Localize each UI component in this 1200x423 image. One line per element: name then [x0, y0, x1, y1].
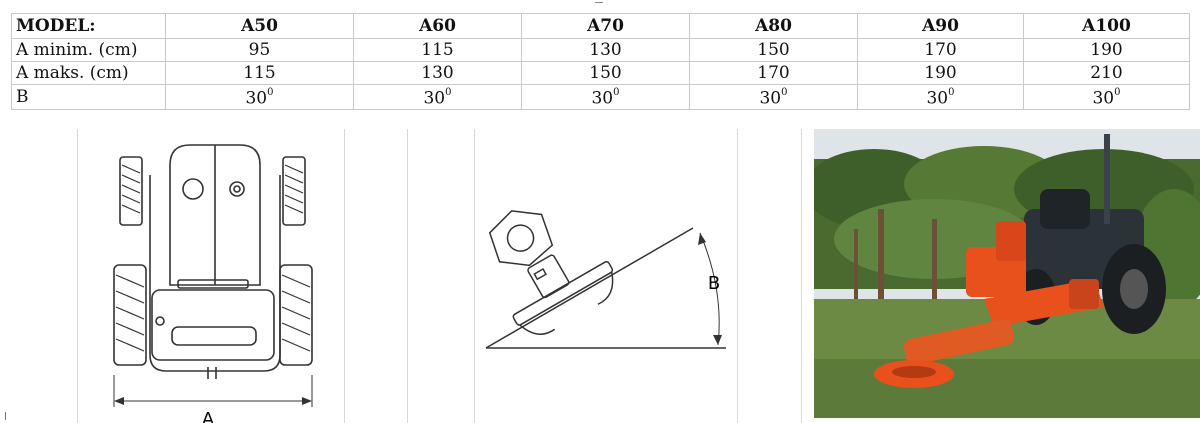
- table-cell: 210: [1023, 61, 1190, 85]
- tractor-top-view-diagram: A: [113, 144, 313, 423]
- table-cell: 130: [353, 61, 522, 85]
- table-cell: 170: [689, 61, 858, 85]
- divider-line: [407, 129, 408, 423]
- angle-label-b: B: [708, 273, 720, 294]
- header-cell-a100: A100: [1023, 13, 1190, 39]
- row-label: B: [11, 84, 166, 110]
- tick-mark: [5, 412, 6, 420]
- table-cell: 130: [521, 38, 690, 62]
- spec-table: MODEL: A50 A60 A70 A80 A90 A100 A minim.…: [11, 13, 1190, 110]
- table-cell: 95: [165, 38, 354, 62]
- table-cell: 300: [857, 84, 1024, 110]
- header-cell-a80: A80: [689, 13, 858, 39]
- divider-line: [474, 129, 475, 423]
- table-cell: 300: [165, 84, 354, 110]
- tractor-photo-icon: [814, 129, 1200, 418]
- header-cell-a70: A70: [521, 13, 690, 39]
- tractor-mower-photo: [814, 129, 1200, 418]
- table-cell: 115: [165, 61, 354, 85]
- table-cell: 115: [353, 38, 522, 62]
- dimension-label-a: A: [202, 409, 215, 423]
- table-cell: 150: [521, 61, 690, 85]
- header-cell-a90: A90: [857, 13, 1024, 39]
- divider-line: [344, 129, 345, 423]
- table-cell: 300: [521, 84, 690, 110]
- table-header-row: MODEL: A50 A60 A70 A80 A90 A100: [11, 13, 1190, 39]
- divider-line: [77, 129, 78, 423]
- table-cell: 300: [1023, 84, 1190, 110]
- row-label: A minim. (cm): [11, 38, 166, 62]
- header-cell-a50: A50: [165, 13, 354, 39]
- tilt-angle-diagram: B: [485, 210, 726, 349]
- divider-line: [737, 129, 738, 423]
- row-label: A maks. (cm): [11, 61, 166, 85]
- table-row: A minim. (cm) 95 115 130 150 170 190: [11, 38, 1190, 62]
- header-cell-model: MODEL:: [11, 13, 166, 39]
- divider-line: [801, 129, 802, 423]
- header-cell-a60: A60: [353, 13, 522, 39]
- table-cell: 300: [689, 84, 858, 110]
- table-cell: 170: [857, 38, 1024, 62]
- table-cell: 150: [689, 38, 858, 62]
- table-row: A maks. (cm) 115 130 150 170 190 210: [11, 61, 1190, 85]
- table-cell: 190: [1023, 38, 1190, 62]
- table-cell: 300: [353, 84, 522, 110]
- top-dash-mark: [595, 2, 603, 3]
- table-cell: 190: [857, 61, 1024, 85]
- table-row: B 300 300 300 300 300 300: [11, 84, 1190, 110]
